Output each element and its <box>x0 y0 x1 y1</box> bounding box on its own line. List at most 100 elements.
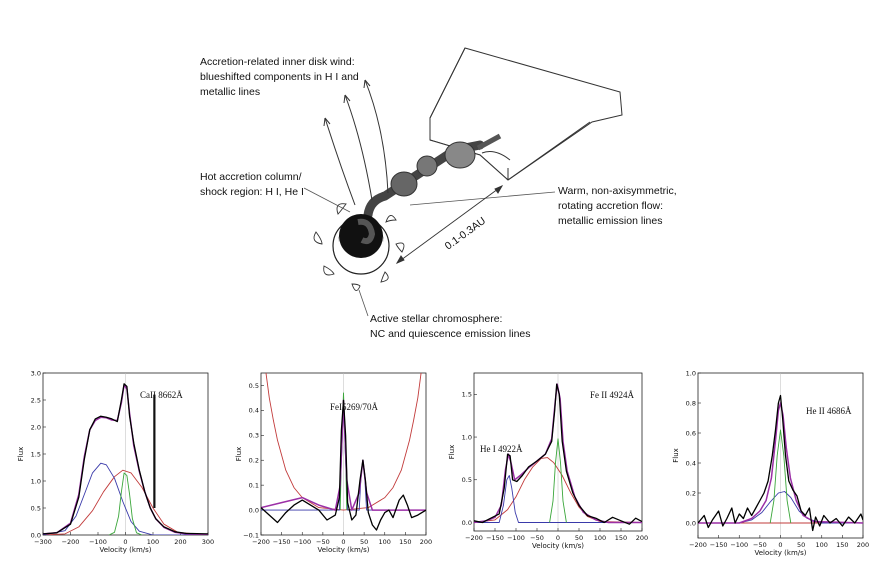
y-tick-label: 0.0 <box>31 531 41 539</box>
spectrum-panel-1: −300 −200 −100 0 100 200 300 0.0 0.5 1.0 1.5 2.0 2.5… <box>17 369 214 554</box>
y-tick-label: 0.4 <box>686 459 696 467</box>
y-tick-label: 2.5 <box>31 396 41 404</box>
x-tick-label: 150 <box>399 538 411 546</box>
panel-title: He II 4686Å <box>806 406 852 416</box>
series-line-2 <box>474 475 642 523</box>
panel-title: Fe II 4924Å <box>590 390 634 400</box>
y-tick-label: 0.0 <box>462 519 472 527</box>
x-tick-label: 50 <box>360 538 368 546</box>
series-line-3 <box>43 469 208 535</box>
x-axis-label: Velocity (km/s) <box>317 546 369 554</box>
y-axis-label: Flux <box>448 445 456 460</box>
y-tick-label: 0.8 <box>686 399 696 407</box>
x-tick-label: 100 <box>816 541 828 549</box>
y-tick-label: 3.0 <box>31 369 41 377</box>
spectrum-panel-4: −200−150−100 −50 0 50 100 150 200 0.0 0.2 0.4 0.6 0… <box>672 369 869 557</box>
x-axis-label: Velocity (km/s) <box>532 542 584 550</box>
y-tick-label: 1.5 <box>462 391 472 399</box>
y-tick-label: 0.0 <box>249 506 259 514</box>
x-tick-label: 0 <box>556 534 560 542</box>
series-line-4 <box>108 472 143 535</box>
wind-arrows <box>323 79 389 206</box>
series-line-3 <box>265 373 422 511</box>
y-tick-label: 0.3 <box>249 432 259 440</box>
x-tick-label: −200 <box>62 538 80 546</box>
x-tick-label: −150 <box>273 538 291 546</box>
y-tick-label: 1.5 <box>31 450 41 458</box>
x-tick-label: −200 <box>689 541 707 549</box>
distance-label: 0.1-0.3AU <box>443 215 488 252</box>
x-tick-label: −100 <box>730 541 748 549</box>
column-label: Hot accretion column/ shock region: H I,… <box>200 171 304 198</box>
flow-label: Warm, non-axisymmetric, rotating accreti… <box>558 185 680 227</box>
series-group <box>698 394 863 532</box>
y-axis-label: Flux <box>17 447 25 462</box>
y-tick-label: 0.2 <box>686 489 696 497</box>
y-tick-label: 1.0 <box>686 369 696 377</box>
accretion-diagram: 0.1-0.3AU Accretion-related inner disk w… <box>200 47 680 340</box>
series-line-2 <box>43 462 208 535</box>
x-tick-label: −150 <box>486 534 504 542</box>
y-tick-label: 0.1 <box>249 481 259 489</box>
x-tick-label: 300 <box>202 538 214 546</box>
y-tick-label: 0.5 <box>462 476 472 484</box>
panel-title: CaII 8662Å <box>140 390 183 400</box>
x-tick-label: 150 <box>615 534 627 542</box>
y-tick-label: 0.0 <box>686 519 696 527</box>
x-tick-label: −300 <box>34 538 52 546</box>
x-tick-label: −100 <box>293 538 311 546</box>
panel-title: FeI5269/70Å <box>330 402 378 412</box>
x-tick-label: −100 <box>89 538 107 546</box>
x-tick-label: 0 <box>341 538 345 546</box>
series-group <box>474 383 642 525</box>
y-tick-label: 1.0 <box>31 477 41 485</box>
x-tick-label: −100 <box>507 534 525 542</box>
y-tick-label: 1.0 <box>462 433 472 441</box>
x-tick-label: 200 <box>857 541 869 549</box>
series-line-4 <box>549 438 567 523</box>
series-group <box>261 373 426 531</box>
series-line-0 <box>474 383 642 525</box>
x-tick-label: 100 <box>147 538 159 546</box>
x-tick-label: 200 <box>636 534 648 542</box>
spectra-panels: −300 −200 −100 0 100 200 300 0.0 0.5 1.0 1.5 2.0 2.5… <box>17 369 869 557</box>
x-tick-label: 100 <box>594 534 606 542</box>
y-tick-label: 0.5 <box>249 382 259 390</box>
x-tick-label: −50 <box>753 541 767 549</box>
series-line-0 <box>43 383 208 535</box>
series-line-0 <box>698 394 863 532</box>
x-tick-label: 0 <box>778 541 782 549</box>
y-tick-label: 2.0 <box>31 423 41 431</box>
star <box>313 203 405 291</box>
x-tick-label: −50 <box>530 534 544 542</box>
x-axis-label: Velocity (km/s) <box>99 546 151 554</box>
y-tick-label: 0.6 <box>686 429 696 437</box>
wind-label: Accretion-related inner disk wind: blues… <box>200 56 362 98</box>
y-axis-label: Flux <box>235 447 243 462</box>
x-tick-label: 100 <box>379 538 391 546</box>
x-tick-label: 50 <box>575 534 583 542</box>
series-group <box>43 383 208 535</box>
x-tick-label: −50 <box>316 538 330 546</box>
x-tick-label: 50 <box>797 541 805 549</box>
y-tick-label: 0.2 <box>249 457 259 465</box>
series-line-4 <box>769 429 792 524</box>
x-tick-label: −150 <box>710 541 728 549</box>
chromosphere-label: Active stellar chromosphere: NC and quie… <box>370 313 531 340</box>
distance-arrow <box>395 185 504 264</box>
x-tick-label: 0 <box>123 538 127 546</box>
accretion-stream <box>363 133 502 220</box>
x-tick-label: −200 <box>465 534 483 542</box>
y-tick-label: 0.5 <box>31 504 41 512</box>
y-axis-label: Flux <box>672 448 680 463</box>
x-axis-label: Velocity (km/s) <box>754 549 806 557</box>
panel-annotation: He I 4922Å <box>480 444 523 454</box>
y-tick-label: 0.4 <box>249 407 259 415</box>
x-tick-label: 200 <box>174 538 186 546</box>
spectrum-panel-3: −200−150−100 −50 0 50 100 150 200 0.0 0.5 1.0 1.5V… <box>448 372 648 550</box>
x-tick-label: 150 <box>836 541 848 549</box>
series-line-0 <box>261 399 426 531</box>
y-tick-label: −0.1 <box>243 531 259 539</box>
x-tick-label: −200 <box>252 538 270 546</box>
